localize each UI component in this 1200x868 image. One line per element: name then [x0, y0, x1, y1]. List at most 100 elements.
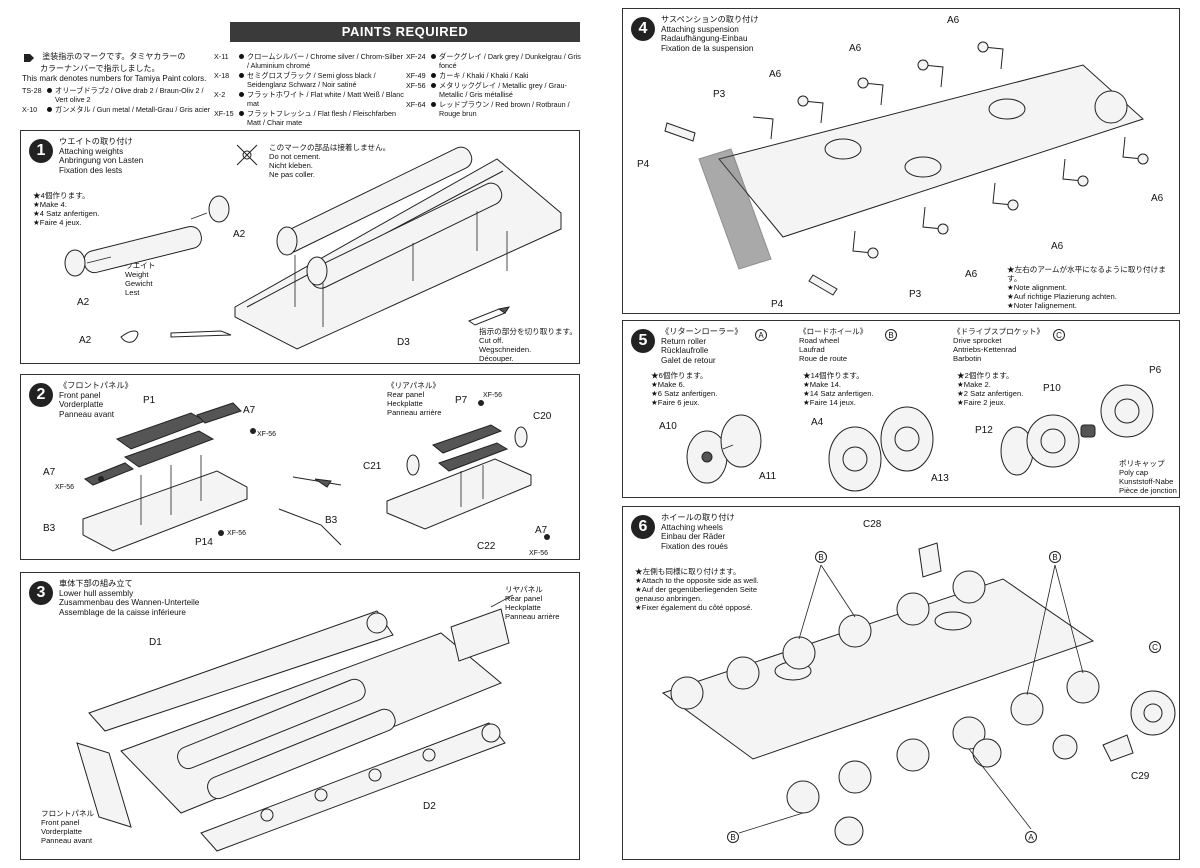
- part-label: C29: [1131, 771, 1150, 782]
- opposite-side-note: ★左側も同様に取り付けます。★Attach to the opposite si…: [635, 567, 759, 612]
- cut-off-note: 指示の部分を切り取ります。Cut off.Wegschneiden.Découp…: [479, 327, 577, 363]
- part-label: A2: [77, 297, 90, 308]
- drive-sprocket: [1000, 384, 1154, 476]
- part-label: B3: [325, 515, 338, 526]
- part-label: P12: [975, 425, 993, 436]
- part-label: A10: [659, 421, 677, 432]
- return-roller: [686, 414, 762, 484]
- part-label: A2: [79, 335, 92, 346]
- rear-panel-drawing: [386, 400, 550, 540]
- part-label: C22: [477, 541, 496, 552]
- rear-panel-part: [450, 594, 514, 662]
- paints-intro: 塗装指示のマークです。タミヤカラーの カラーナンバーで指示しました。 This …: [22, 52, 207, 83]
- part-label: P3: [713, 89, 726, 100]
- circled-label: B: [815, 551, 827, 563]
- step-number: 3: [29, 581, 53, 605]
- part-label: B3: [43, 523, 56, 534]
- idler-arms: [664, 122, 838, 296]
- make-note: ★2個作ります。★Make 2.★2 Satz anfertigen.★Fair…: [957, 371, 1024, 407]
- circled-label: B: [727, 831, 739, 843]
- step-6-drawing: [661, 542, 1176, 846]
- hull-plate-d3: [234, 146, 562, 350]
- drive-sprocket-c: [1130, 690, 1176, 736]
- paint-bottle-icon: [24, 54, 34, 62]
- make-note: ★6個作ります。★Make 6.★6 Satz anfertigen.★Fair…: [651, 371, 718, 407]
- part-label: P3: [909, 289, 922, 300]
- step-number: 6: [631, 515, 655, 539]
- paints-required-header: PAINTS REQUIRED: [230, 22, 580, 42]
- part-label: A2: [233, 229, 246, 240]
- paint-ref: XF-56: [55, 484, 75, 491]
- part-label: C20: [533, 411, 552, 422]
- cutter-icon: [467, 306, 511, 326]
- circled-label: A: [755, 329, 767, 341]
- part-label: A6: [849, 43, 862, 54]
- step-number: 5: [631, 329, 655, 353]
- step-3-drawing: [76, 594, 514, 852]
- suspension-arms: [752, 41, 1149, 259]
- no-cement-note: このマークの部品は接着しません。Do not cement.Nicht kleb…: [269, 143, 391, 179]
- circled-label: B: [885, 329, 897, 341]
- circled-label: C: [1149, 641, 1161, 653]
- alignment-note: ★左右のアームが水平になるように取り付けます。★Note alignment.★…: [1007, 265, 1166, 310]
- part-label: C28: [863, 519, 882, 530]
- idler-c28: [918, 542, 942, 578]
- part-label: D1: [149, 637, 162, 648]
- arm-c29: [1102, 734, 1134, 762]
- step-number: 2: [29, 383, 53, 407]
- part-label: A6: [1051, 241, 1064, 252]
- weight-exploded: [64, 195, 230, 277]
- step-5-drawing: [686, 384, 1154, 492]
- part-label: A6: [1151, 193, 1164, 204]
- part-label: A7: [43, 467, 56, 478]
- road-wheels-upper: [670, 570, 986, 710]
- part-label: A4: [811, 417, 824, 428]
- front-panel-part: [76, 742, 132, 828]
- part-label: A7: [243, 405, 256, 416]
- part-label: A6: [769, 69, 782, 80]
- paint-ref: XF-56: [227, 530, 247, 537]
- part-label: P7: [455, 395, 468, 406]
- part-label: A6: [965, 269, 978, 280]
- left-page: PAINTS REQUIRED 塗装指示のマークです。タミヤカラーの カラーナン…: [20, 22, 582, 860]
- paint-ref: XF-56: [529, 550, 549, 557]
- part-label: A11: [759, 471, 777, 482]
- knife-icon: [120, 330, 232, 343]
- part-label: P10: [1043, 383, 1061, 394]
- hull-body: [718, 64, 1144, 238]
- step-number: 4: [631, 17, 655, 41]
- make-note: ★14個作ります。★Make 14.★14 Satz anfertigen.★F…: [803, 371, 874, 407]
- part-label: P6: [1149, 365, 1162, 376]
- step-number: 1: [29, 139, 53, 163]
- part-label: A13: [931, 473, 949, 484]
- track-links: [83, 402, 242, 486]
- leader-lines: [738, 564, 1084, 834]
- paint-ref: XF-56: [257, 431, 277, 438]
- hull-floor: [120, 632, 502, 814]
- step-2-drawing: [82, 400, 550, 552]
- cut-tool-drawing: [278, 476, 342, 546]
- circled-label: C: [1053, 329, 1065, 341]
- part-label: P4: [637, 159, 650, 170]
